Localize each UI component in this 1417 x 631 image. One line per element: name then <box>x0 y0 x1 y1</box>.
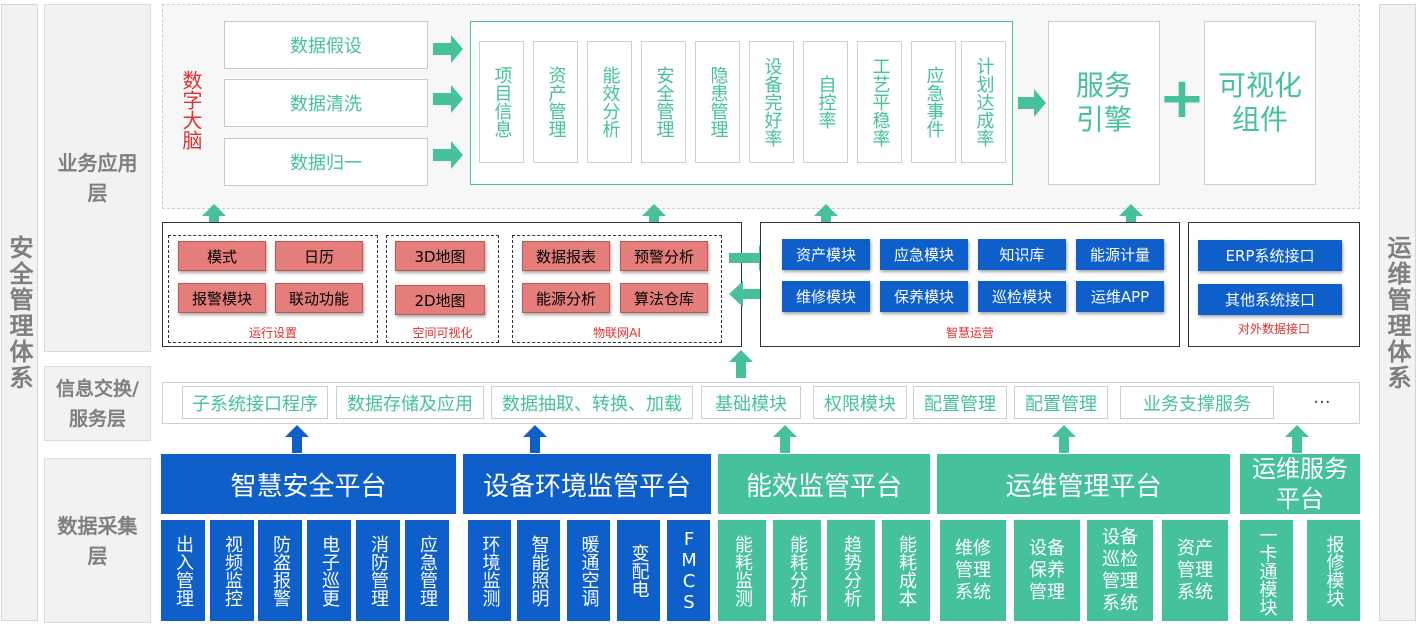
arrow-to-service-engine <box>1018 89 1046 117</box>
platform-subsystem: 报修模块 <box>1307 520 1360 621</box>
platform-subsystem: 出入管理 <box>161 520 205 621</box>
up-arrow-to-smart-ops <box>729 350 753 378</box>
platform-subsystem: 电子巡更 <box>307 520 351 621</box>
run-settings-group <box>168 235 378 343</box>
external-caption: 对外数据接口 <box>1237 321 1310 336</box>
preprocess-item: 数据假设 <box>224 21 428 69</box>
service-item: 子系统接口程序 <box>182 386 328 419</box>
service-item: 数据抽取、转换、加载 <box>491 386 693 419</box>
smart-ops-module[interactable]: 知识库 <box>978 239 1066 270</box>
module-3d-map[interactable]: 3D地图 <box>395 241 485 271</box>
platform-subsystem: 一卡通模块 <box>1240 520 1293 621</box>
indicator-card: 能效分析 <box>587 41 632 163</box>
module-other-interface[interactable]: 其他系统接口 <box>1198 284 1342 315</box>
module-energy-analysis[interactable]: 能源分析 <box>522 283 610 313</box>
platform-subsystem: 视频监控 <box>210 520 254 621</box>
up-arrows-services <box>285 425 1309 453</box>
module-erp-interface[interactable]: ERP系统接口 <box>1198 240 1342 271</box>
run-settings-caption: 运行设置 <box>248 325 297 340</box>
platform-subsystem: 设备巡检管理系统 <box>1087 520 1153 621</box>
smart-ops-module[interactable]: 能源计量 <box>1076 239 1164 270</box>
more-ellipsis: ··· <box>1313 392 1331 413</box>
smart-ops-module[interactable]: 维修模块 <box>782 281 870 312</box>
smart-ops-module[interactable]: 应急模块 <box>880 239 968 270</box>
platform-subsystem: 消防管理 <box>356 520 400 621</box>
smart-ops-caption: 智慧运营 <box>945 325 994 340</box>
preprocess-arrows <box>433 35 463 169</box>
platform-header: 设备环境监管平台 <box>463 454 711 514</box>
module-calendar[interactable]: 日历 <box>275 241 363 271</box>
indicator-card: 资产管理 <box>533 41 578 163</box>
platform-subsystem: 设备保养管理 <box>1014 520 1080 621</box>
service-item: 业务支撑服务 <box>1120 386 1274 419</box>
platform-subsystem: 能耗监测 <box>718 520 766 621</box>
layer-label-business: 业务应用层 <box>44 4 151 352</box>
module-2d-map[interactable]: 2D地图 <box>395 285 485 315</box>
module-mode[interactable]: 模式 <box>178 241 266 271</box>
plus-icon: + <box>1158 65 1206 131</box>
platform-subsystem: 应急管理 <box>405 520 449 621</box>
smart-ops-module[interactable]: 巡检模块 <box>978 281 1066 312</box>
indicator-card: 计划达成率 <box>961 41 1006 163</box>
right-column-ops-system: 运维管理体系 <box>1379 4 1416 621</box>
preprocess-item: 数据归一 <box>224 138 428 186</box>
indicator-card: 设备完好率 <box>749 41 794 163</box>
platform-subsystem: 变配电 <box>617 520 660 621</box>
indicator-card: 应急事件 <box>911 41 956 163</box>
indicator-card: 工艺平稳率 <box>857 41 902 163</box>
indicator-card: 自控率 <box>803 41 848 163</box>
module-warning-analysis[interactable]: 预警分析 <box>620 241 708 271</box>
platform-header: 运维管理平台 <box>937 454 1230 514</box>
indicator-card: 安全管理 <box>641 41 686 163</box>
platform-subsystem: 暖通空调 <box>567 520 610 621</box>
platform-subsystem: 环境监测 <box>468 520 511 621</box>
left-column-label: 安全管理体系 <box>5 234 33 391</box>
service-item: 配置管理 <box>913 386 1007 419</box>
platform-subsystem: 智能照明 <box>517 520 560 621</box>
layer-label-collection: 数据采集层 <box>44 458 151 623</box>
service-item: 数据存储及应用 <box>336 386 484 419</box>
platform-header: 智慧安全平台 <box>161 454 456 514</box>
module-algorithm-warehouse[interactable]: 算法仓库 <box>620 283 708 313</box>
layer-label-exchange: 信息交换/服务层 <box>44 366 151 441</box>
smart-ops-module[interactable]: 资产模块 <box>782 239 870 270</box>
visual-component-box: 可视化组件 <box>1204 21 1316 185</box>
indicator-card: 隐患管理 <box>695 41 740 163</box>
digital-brain-label: 数字大脑 <box>179 70 203 150</box>
smart-ops-module[interactable]: 运维APP <box>1076 281 1164 312</box>
spatial-caption: 空间可视化 <box>412 325 473 340</box>
iot-caption: 物联网AI <box>593 325 641 340</box>
platform-subsystem: 维修管理系统 <box>940 520 1006 621</box>
up-arrows-business <box>202 204 1143 232</box>
smart-ops-module[interactable]: 保养模块 <box>880 281 968 312</box>
module-alarm[interactable]: 报警模块 <box>178 283 266 313</box>
platform-subsystem: 趋势分析 <box>827 520 875 621</box>
service-item: 权限模块 <box>813 386 907 419</box>
module-linkage[interactable]: 联动功能 <box>275 283 363 313</box>
platform-subsystem: 资产管理系统 <box>1162 520 1228 621</box>
module-data-report[interactable]: 数据报表 <box>522 241 610 271</box>
service-engine-box: 服务引擎 <box>1048 21 1160 185</box>
spatial-group <box>386 235 499 343</box>
platform-subsystem: 能耗分析 <box>773 520 821 621</box>
left-column-safety-system: 安全管理体系 <box>1 4 38 621</box>
service-item: 基础模块 <box>701 386 801 419</box>
platform-header: 运维服务平台 <box>1240 454 1360 514</box>
platform-subsystem: 能耗成本 <box>882 520 930 621</box>
platform-subsystem: FMCS <box>667 520 710 621</box>
preprocess-item: 数据清洗 <box>224 79 428 127</box>
indicator-card: 项目信息 <box>479 41 524 163</box>
platform-header: 能效监管平台 <box>718 454 930 514</box>
iot-group <box>512 235 722 343</box>
platform-subsystem: 防盗报警 <box>258 520 302 621</box>
right-column-label: 运维管理体系 <box>1383 234 1411 391</box>
service-item: 配置管理 <box>1014 386 1108 419</box>
